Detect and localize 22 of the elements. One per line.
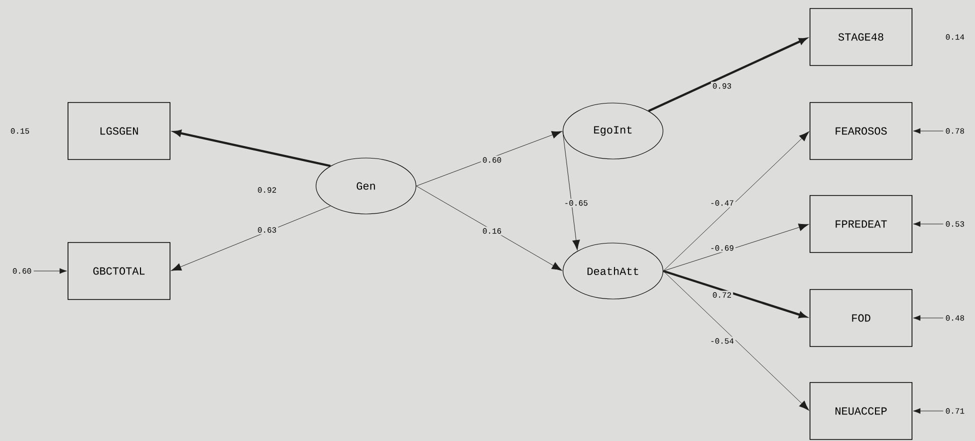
path-arrow [913,128,944,134]
path-arrow [34,268,67,274]
path-arrow [416,186,562,271]
path-arrow [913,221,944,227]
variable-box: FEAROSOS [810,102,912,160]
path-arrow [171,206,331,271]
path-arrow [562,130,580,250]
variable-box: LGSGEN [68,102,170,160]
path-arrow [174,130,331,168]
path-arrow [663,131,810,272]
variable-box: GBCTOTAL [68,242,170,300]
path-arrow [648,38,806,112]
variable-box: FOD [810,289,912,347]
path-arrow [663,224,809,272]
variable-box: STAGE48 [810,8,912,66]
path-arrow [662,270,806,318]
path-arrow [663,270,810,410]
path-arrow [913,408,944,414]
variable-box: FPREDEAT [810,195,912,253]
path-arrow [416,131,562,186]
path-arrow [913,315,944,321]
variable-box: NEUACCEP [810,382,912,440]
